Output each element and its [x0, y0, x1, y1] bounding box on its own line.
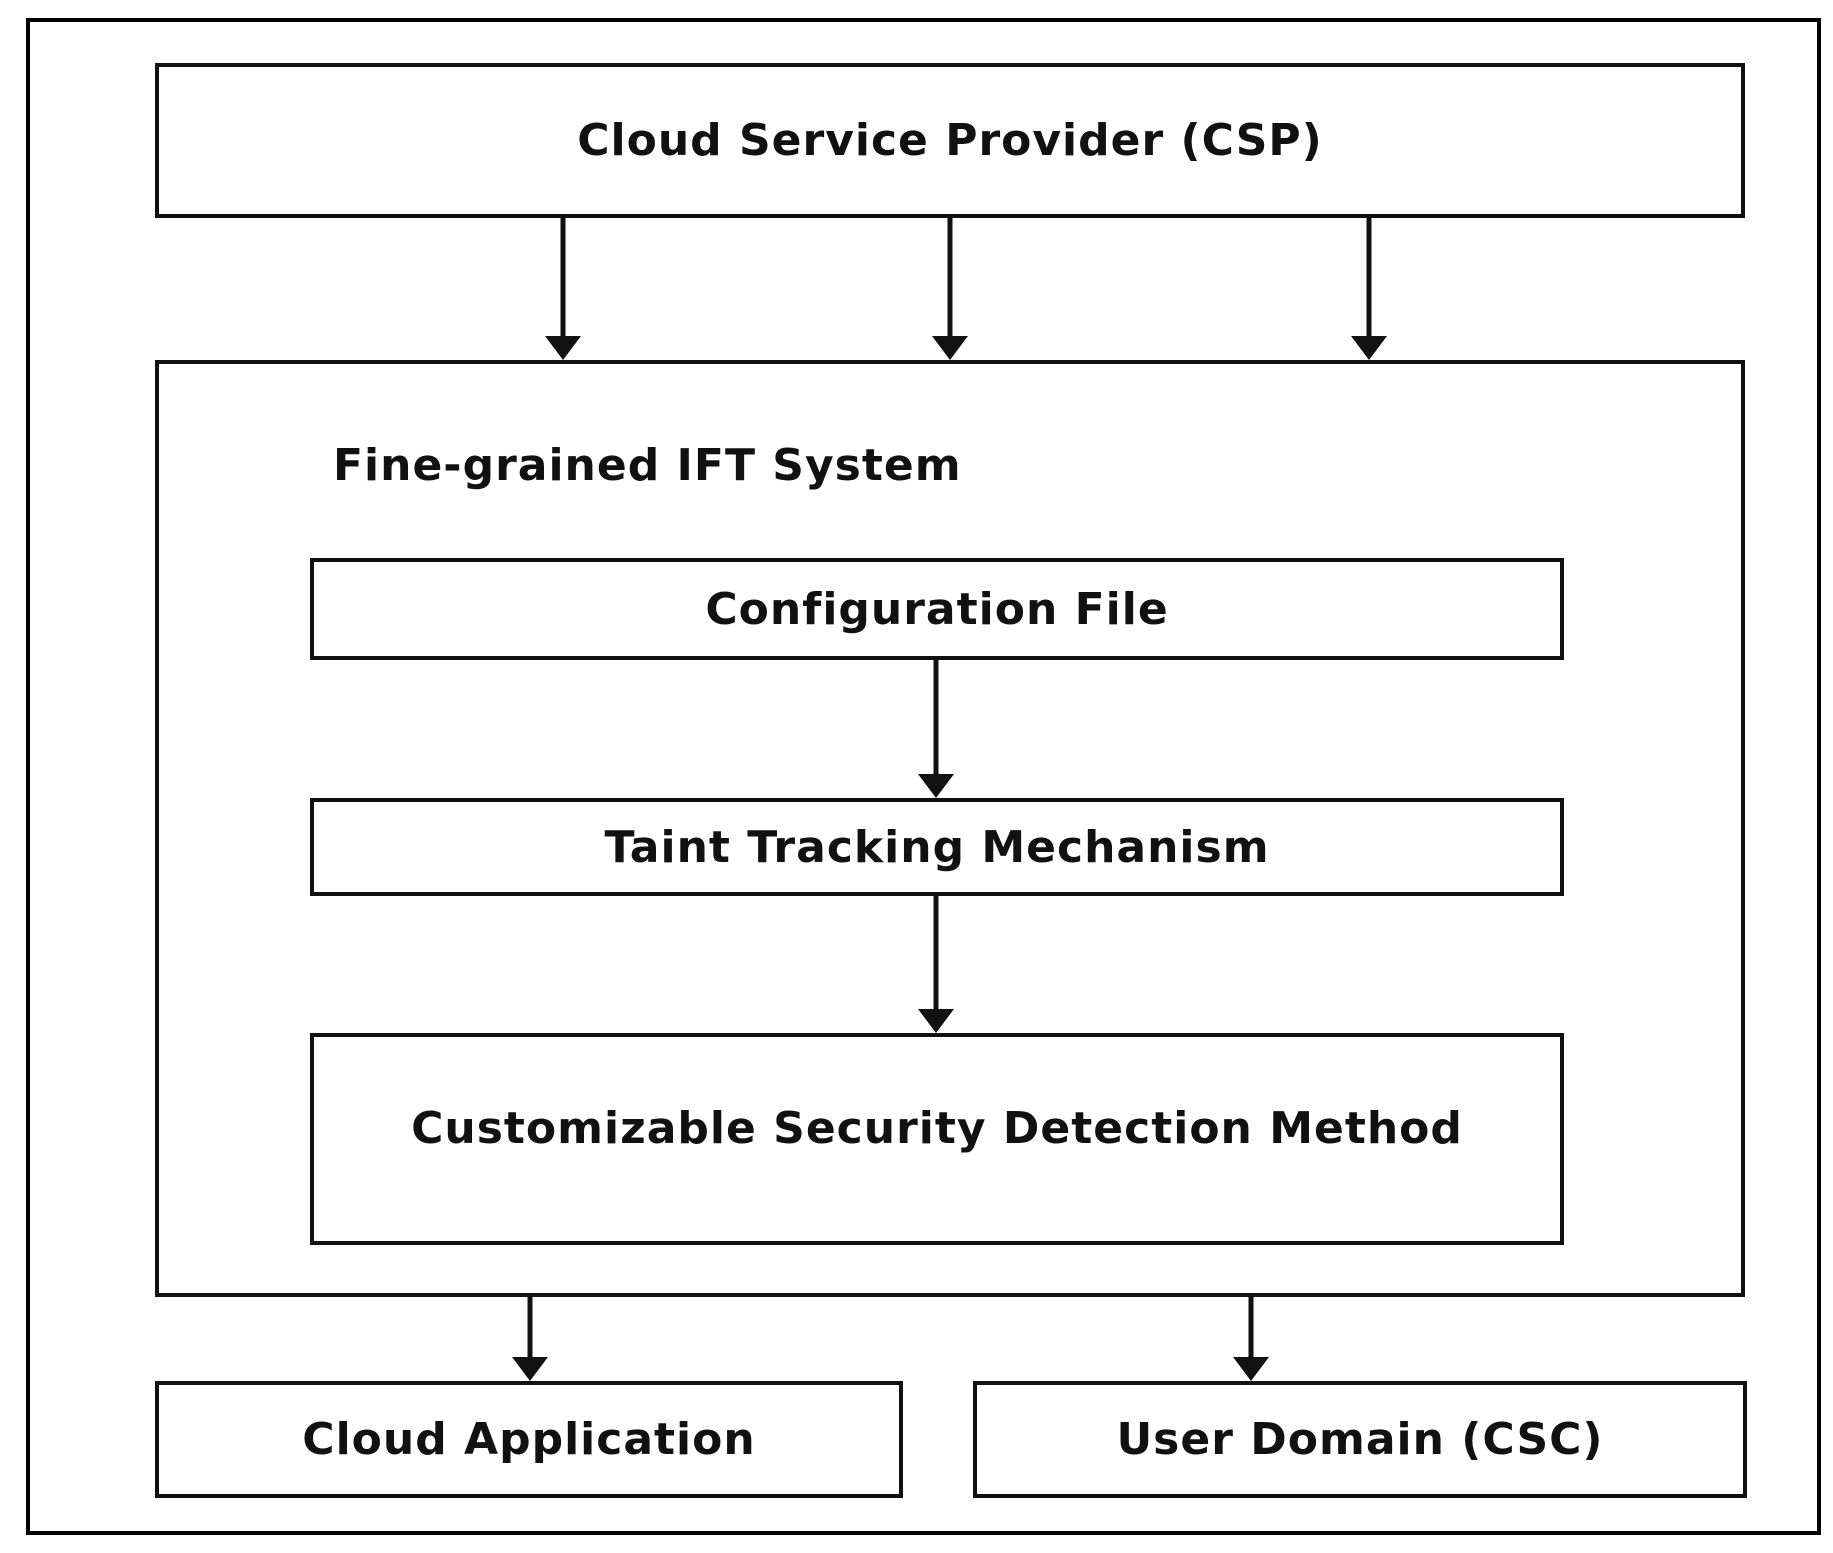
config-file-box: Configuration File	[310, 558, 1564, 660]
csp-box: Cloud Service Provider (CSP)	[155, 63, 1745, 218]
outer-frame	[26, 18, 1821, 1535]
user-domain-label: User Domain (CSC)	[1116, 1414, 1604, 1465]
ift-system-label: Fine-grained IFT System	[333, 440, 962, 491]
cloud-application-label: Cloud Application	[302, 1414, 756, 1465]
taint-tracking-label: Taint Tracking Mechanism	[604, 821, 1270, 873]
user-domain-box: User Domain (CSC)	[973, 1381, 1747, 1498]
cloud-application-box: Cloud Application	[155, 1381, 903, 1498]
security-detection-label: Customizable Security Detection Method	[411, 1103, 1463, 1154]
csp-label: Cloud Service Provider (CSP)	[577, 115, 1323, 166]
config-file-label: Configuration File	[705, 583, 1169, 635]
security-detection-box: Customizable Security Detection Method	[310, 1033, 1564, 1245]
taint-tracking-box: Taint Tracking Mechanism	[310, 798, 1564, 896]
